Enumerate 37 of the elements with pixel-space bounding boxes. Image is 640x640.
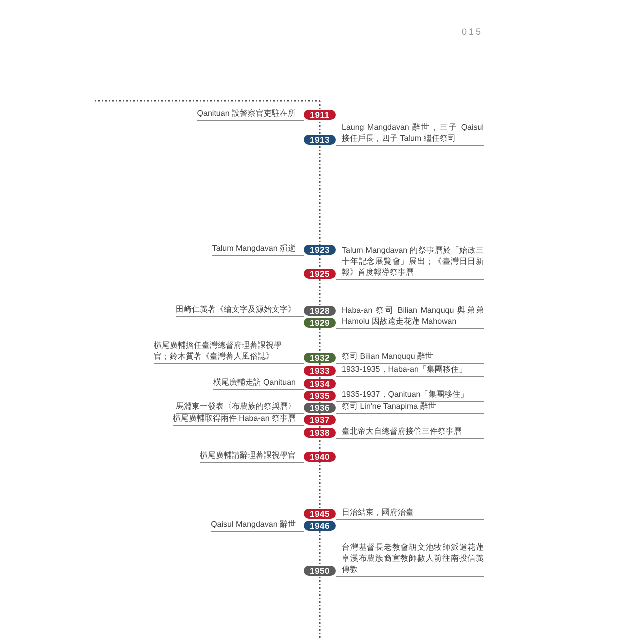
year-badge: 1937 [304, 415, 336, 425]
event-text: 田崎仁義著《繪文字及源始文字》 [176, 304, 304, 317]
event-text: 祭司 Bilian Manququ 辭世 [336, 351, 484, 364]
year-badge: 1913 [304, 135, 336, 145]
year-badge: 1928 [304, 306, 336, 316]
year-badge: 1925 [304, 269, 336, 279]
year-badge: 1929 [304, 318, 336, 328]
year-badge: 1911 [304, 110, 336, 120]
event-text: Qanituan 設警察官吏駐在所 [197, 108, 304, 121]
event-text: 馬淵東一發表〈布農族的祭與曆〉 [176, 401, 304, 414]
event-text: Haba-an 祭司 Bilian Manququ 與弟弟 Hamolu 因故遠走花蓮 Mahowan [336, 305, 484, 329]
event-text: 橫尾廣輔請辭理蕃課視學官 [200, 450, 304, 463]
event-text: Laung Mangdavan 辭世，三子 Qaisul 接任戶長，四子 Talum 繼任祭司 [336, 122, 484, 146]
event-text: 橫尾廣輔擔任臺灣總督府理蕃課視學官；鈴木質著《臺灣蕃人風俗誌》 [154, 340, 304, 364]
page-number: 015 [462, 27, 484, 37]
event-text: Talum Mangdavan 殞逝 [212, 243, 304, 256]
event-text: 橫尾廣輔走訪 Qanituan [213, 377, 304, 390]
event-text: 臺北帝大自總督府接管三件祭事曆 [336, 426, 484, 439]
year-badge: 1938 [304, 428, 336, 438]
event-text: Qaisul Mangdavan 辭世 [211, 519, 304, 532]
year-badge: 1932 [304, 353, 336, 363]
year-badge: 1935 [304, 391, 336, 401]
event-text: 1933-1935，Haba-an「集團移住」 [336, 364, 484, 377]
event-text: 日治結束，國府治臺 [336, 507, 484, 520]
year-badge: 1934 [304, 379, 336, 389]
event-text: 台灣基督長老教會胡文池牧師派遣花蓮卓溪布農族裔宣教師數人前往南投信義傳教 [336, 542, 484, 577]
year-badge: 1940 [304, 452, 336, 462]
event-text: 1935-1937，Qanituan「集團移住」 [336, 389, 484, 402]
year-badge: 1946 [304, 521, 336, 531]
event-text: 橫尾廣輔取得兩件 Haba-an 祭事曆 [172, 413, 304, 426]
year-badge: 1933 [304, 366, 336, 376]
event-text: Talum Mangdavan 的祭事曆於「始政三十年記念展覽會」展出；《臺灣日日新報》首度報導祭事曆 [336, 245, 484, 280]
year-badge: 1923 [304, 245, 336, 255]
event-text: 祭司 Lin'ne Tanapima 辭世 [336, 401, 484, 414]
year-badge: 1936 [304, 403, 336, 413]
year-badge: 1945 [304, 509, 336, 519]
year-badge: 1950 [304, 566, 336, 576]
